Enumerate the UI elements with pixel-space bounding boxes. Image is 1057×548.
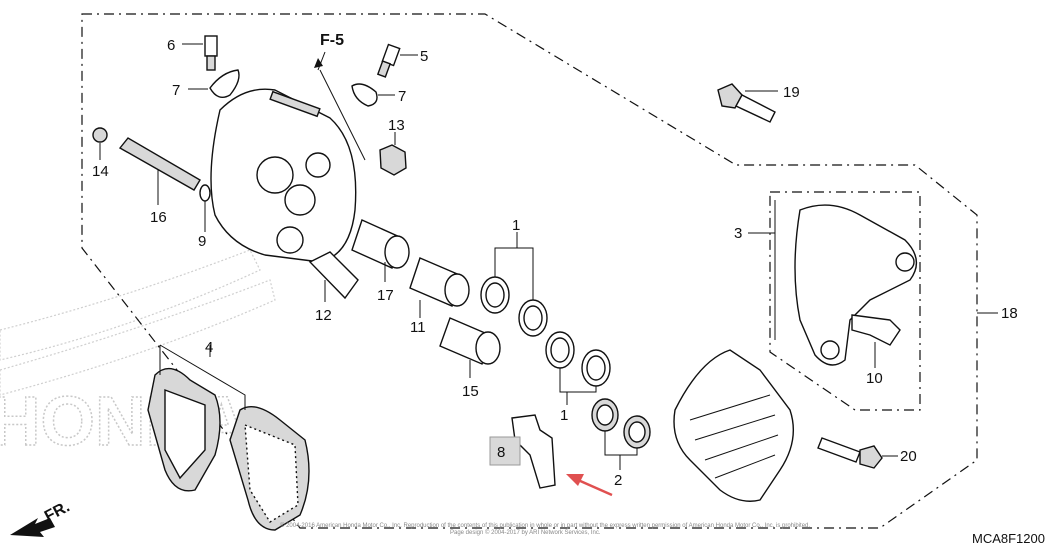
nut-13 [379,132,407,176]
pad-leader-4 [159,344,246,410]
callout-18: 18 [1001,305,1018,322]
callout-9: 9 [198,233,206,250]
bleeder-cap-7a [188,69,240,98]
diagram-code: MCA8F1200 [972,531,1045,546]
callout-10: 10 [866,370,883,387]
callout-20: 20 [900,448,917,465]
bleeder-screw-5 [376,43,418,78]
callout-19: 19 [783,84,800,101]
callout-15: 15 [462,383,479,400]
pad-retainer-10 [851,314,901,368]
forward-arrow: FR. [10,498,73,537]
bleeder-cap-7b [351,83,395,107]
piston-17 [351,219,410,282]
callout-6: 6 [167,37,175,54]
piston-seal-set-1b [545,331,611,405]
callout-11: 11 [410,319,426,336]
callout-1b: 1 [560,407,568,424]
callout-17: 17 [377,287,394,304]
bleeder-screw-6 [182,35,218,71]
highlight-arrow [566,474,613,497]
brake-pad-4a [147,367,221,492]
ref-label: F-5 [320,32,344,49]
nut-14 [92,127,108,143]
callout-8: 8 [497,444,505,461]
callout-13: 13 [388,117,405,134]
piston-seal-set-1a [480,232,548,337]
callout-5: 5 [420,48,428,65]
callout-12: 12 [315,307,332,324]
callout-4: 4 [205,339,213,356]
highlight-box [489,436,521,466]
caliper-bracket-3 [748,200,918,366]
callout-2: 2 [614,472,622,489]
copyright-line-1: © 2004-2016 American Honda Motor Co., In… [280,522,810,529]
callout-3: 3 [734,225,742,242]
pad-pin-16 [118,137,201,205]
callout-14: 14 [92,163,109,180]
callout-7a: 7 [172,82,180,99]
dust-seal-set-2 [591,398,651,470]
oring-9 [199,184,211,202]
caliper-body [210,88,357,263]
brake-pad-4b [229,406,310,531]
caliper-cover [673,349,795,502]
bolt-19 [717,83,778,123]
piston-15 [439,317,501,378]
callout-7b: 7 [398,88,406,105]
callout-16: 16 [150,209,167,226]
callout-1a: 1 [512,217,520,234]
bolt-20 [817,437,898,469]
copyright-line-2: Page design © 2004-2017 by ARI Network S… [450,529,601,536]
piston-11 [409,257,470,318]
bracket-frame [769,191,921,411]
fitting-12 [308,251,359,302]
